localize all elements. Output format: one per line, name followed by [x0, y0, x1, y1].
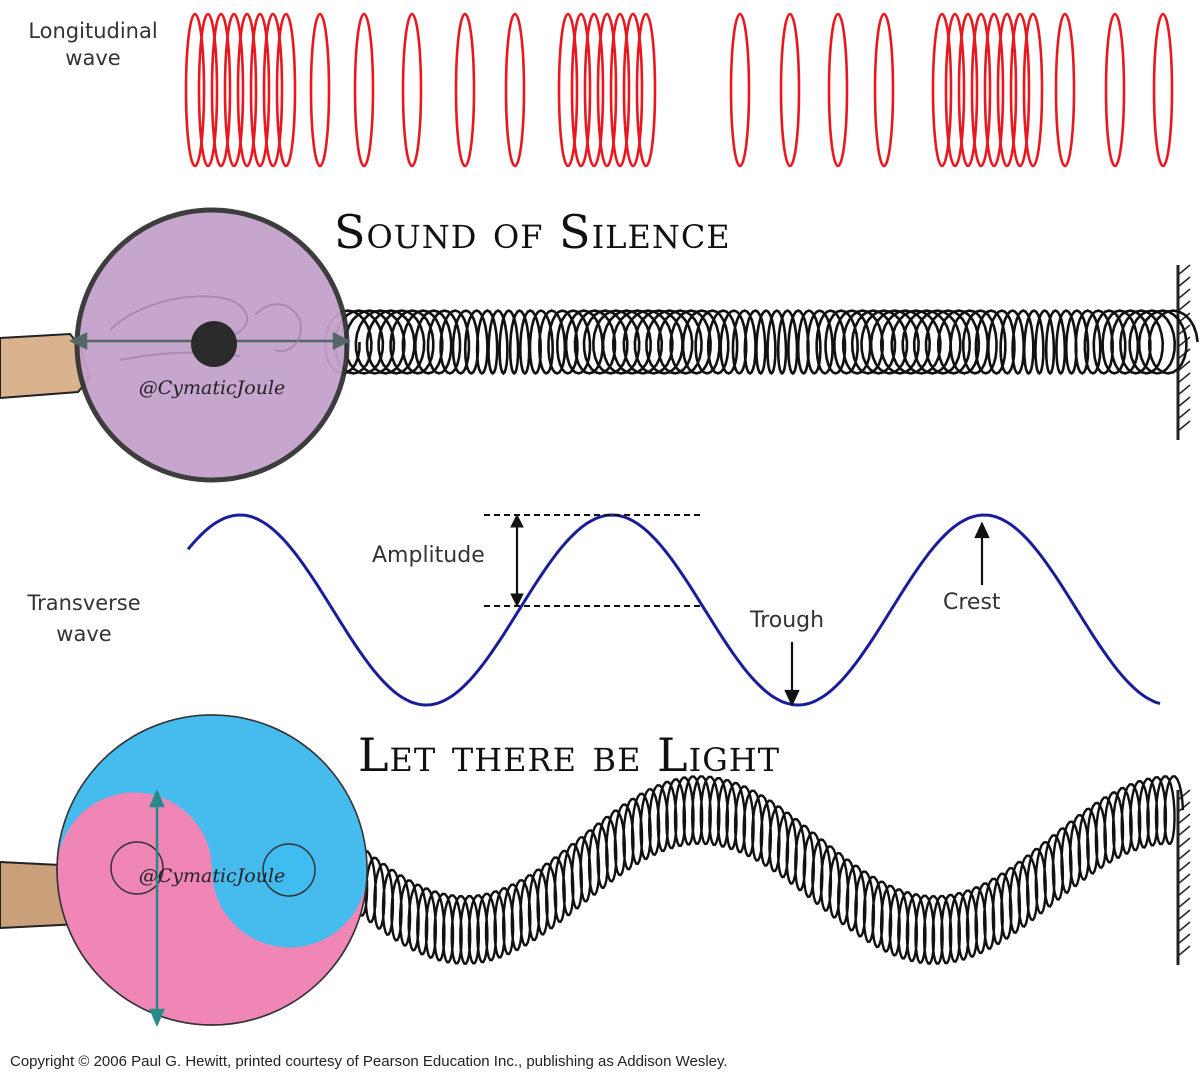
wall-top-hatch	[1177, 264, 1191, 432]
longitudinal-ring	[622, 12, 644, 168]
longitudinal-ring	[729, 12, 751, 168]
wall-bottom-hatch	[1177, 789, 1191, 957]
transverse-spring	[355, 775, 1185, 965]
light-title: Let there be Light	[358, 728, 781, 782]
trough-label: Trough	[750, 608, 825, 633]
longitudinal-label-line2: wave	[65, 46, 121, 70]
transverse-sine-wave	[186, 513, 1161, 707]
trough-arrow	[784, 642, 800, 707]
wall-hatch-line	[1177, 945, 1191, 957]
longitudinal-ring	[583, 12, 605, 168]
longitudinal-ring	[184, 12, 206, 168]
yin-dot	[110, 841, 164, 895]
longitudinal-ring	[210, 12, 232, 168]
watermark-sound: @CymaticJoule	[139, 377, 286, 399]
longitudinal-ring	[1152, 12, 1174, 168]
wall-hatch-line	[1177, 396, 1191, 408]
copyright-notice: Copyright © 2006 Paul G. Hewitt, printed…	[10, 1053, 728, 1070]
longitudinal-ring	[262, 12, 284, 168]
longitudinal-ring	[1009, 12, 1031, 168]
wall-hatch-line	[1177, 336, 1191, 348]
longitudinal-ring	[557, 12, 579, 168]
transverse-wave-label: Transverse wave	[4, 588, 164, 650]
wall-hatch-line	[1177, 861, 1191, 873]
longitudinal-label-line1: Longitudinal	[28, 19, 158, 43]
longitudinal-ring	[779, 12, 801, 168]
longitudinal-ring	[401, 12, 423, 168]
crest-label: Crest	[943, 590, 1001, 615]
longitudinal-ring	[197, 12, 219, 168]
longitudinal-ring	[454, 12, 476, 168]
longitudinal-ring	[1022, 12, 1044, 168]
longitudinal-ring	[931, 12, 953, 168]
longitudinal-ring	[996, 12, 1018, 168]
wall-hatch-line	[1177, 372, 1191, 384]
longitudinal-ring	[957, 12, 979, 168]
longitudinal-ring	[596, 12, 618, 168]
longitudinal-wave	[184, 12, 1174, 168]
vertical-arrow	[149, 788, 165, 1028]
longitudinal-ring	[944, 12, 966, 168]
longitudinal-ring	[1104, 12, 1126, 168]
wall-hatch-line	[1177, 276, 1191, 288]
wall-hatch-line	[1177, 909, 1191, 921]
wall-hatch-line	[1177, 420, 1191, 432]
wall-hatch-line	[1177, 921, 1191, 933]
longitudinal-ring	[249, 12, 271, 168]
longitudinal-ring	[504, 12, 526, 168]
longitudinal-ring	[827, 12, 849, 168]
wall-hatch-line	[1177, 885, 1191, 897]
watermark-light: @CymaticJoule	[139, 865, 286, 887]
wall-hatch-line	[1177, 288, 1191, 300]
longitudinal-wave-label: Longitudinal wave	[8, 18, 178, 72]
transverse-label-line2: wave	[56, 622, 112, 646]
longitudinal-ring	[873, 12, 895, 168]
longitudinal-ring	[1054, 12, 1076, 168]
longitudinal-ring	[353, 12, 375, 168]
longitudinal-ring	[609, 12, 631, 168]
wall-hatch-line	[1177, 264, 1191, 276]
longitudinal-ring	[223, 12, 245, 168]
wall-hatch-line	[1177, 813, 1191, 825]
longitudinal-ring	[983, 12, 1005, 168]
wall-hatch-line	[1177, 825, 1191, 837]
wall-hatch-line	[1177, 789, 1191, 801]
wall-hatch-line	[1177, 897, 1191, 909]
wall-hatch-line	[1177, 933, 1191, 945]
longitudinal-spring	[323, 309, 1199, 376]
amplitude-label: Amplitude	[372, 543, 485, 568]
wall-hatch-line	[1177, 849, 1191, 861]
wall-hatch-line	[1177, 873, 1191, 885]
longitudinal-ring	[275, 12, 297, 168]
longitudinal-ring	[309, 12, 331, 168]
longitudinal-ring	[970, 12, 992, 168]
wall-hatch-line	[1177, 408, 1191, 420]
wall-hatch-line	[1177, 300, 1191, 312]
amplitude-marker	[484, 513, 700, 608]
longitudinal-ring	[570, 12, 592, 168]
wall-hatch-line	[1177, 384, 1191, 396]
longitudinal-ring	[236, 12, 258, 168]
sound-title: Sound of Silence	[334, 205, 731, 259]
longitudinal-ring	[635, 12, 657, 168]
wall-hatch-line	[1177, 801, 1191, 813]
disc-center-hole	[191, 321, 237, 367]
transverse-label-line1: Transverse	[27, 591, 141, 615]
yang-dot	[262, 843, 316, 897]
yin-yang-disc	[56, 714, 368, 1026]
crest-arrow	[974, 521, 990, 585]
wall-hatch-line	[1177, 360, 1191, 372]
wall-hatch-line	[1177, 837, 1191, 849]
